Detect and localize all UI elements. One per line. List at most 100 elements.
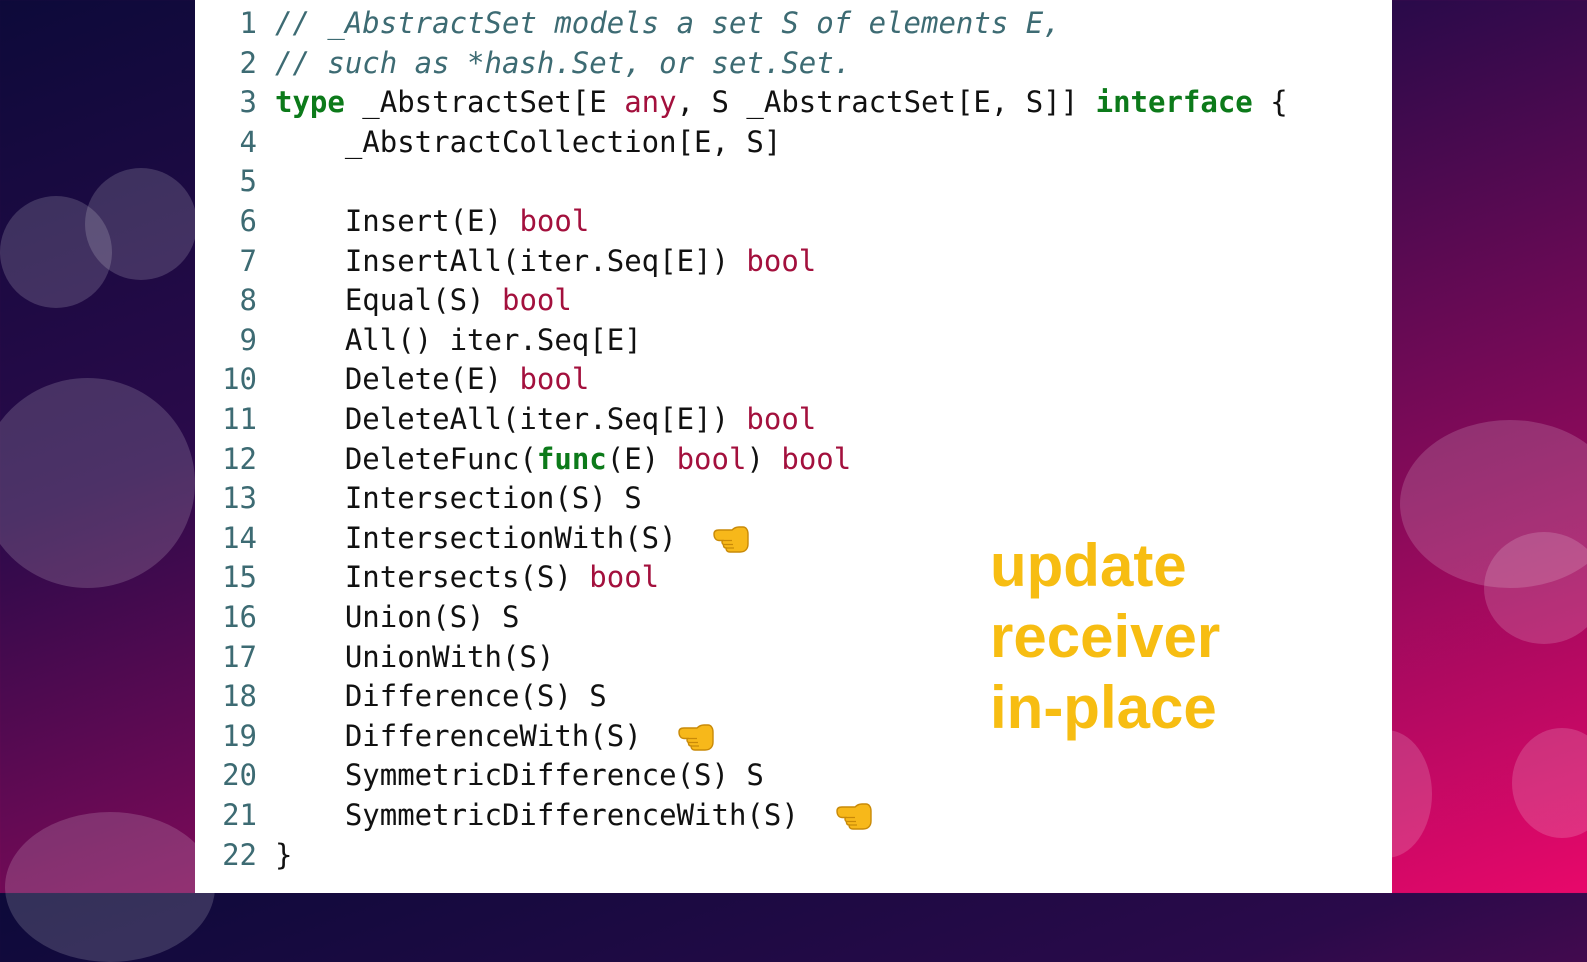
code-line: 4 _AbstractCollection[E, S] bbox=[195, 122, 782, 162]
background-bubble bbox=[1512, 728, 1587, 838]
code-line: 9 All() iter.Seq[E] bbox=[195, 320, 642, 360]
code-token-kw: func bbox=[536, 441, 607, 476]
code-token-type: bool bbox=[746, 243, 817, 278]
code-token-plain: UnionWith(S) bbox=[275, 639, 555, 674]
code-token-type: bool bbox=[781, 441, 852, 476]
line-number: 17 bbox=[222, 639, 257, 674]
annotation-line: in-place bbox=[990, 674, 1217, 741]
code-token-type: bool bbox=[746, 402, 817, 436]
code-token-kw: type bbox=[275, 85, 345, 120]
line-number: 12 bbox=[222, 441, 257, 476]
line-number: 4 bbox=[239, 124, 257, 159]
code-slide-panel: 1 // _AbstractSet models a set S of eleme… bbox=[195, 0, 1392, 893]
code-text: IntersectionWith(S) bbox=[257, 518, 677, 558]
code-text: DifferenceWith(S) bbox=[257, 716, 642, 756]
update-receiver-annotation: update receiver in-place bbox=[990, 530, 1370, 743]
line-number: 10 bbox=[222, 362, 257, 397]
line-number: 21 bbox=[222, 798, 257, 832]
code-token-type: bool bbox=[519, 362, 590, 397]
code-text: SymmetricDifference(S) S bbox=[257, 755, 764, 795]
code-token-plain: { bbox=[1252, 85, 1288, 120]
line-number: 3 bbox=[239, 85, 257, 120]
code-text: Delete(E) bool bbox=[257, 359, 589, 399]
code-line: 17 UnionWith(S) bbox=[195, 637, 554, 677]
background-bubble bbox=[85, 168, 197, 280]
code-text: Intersects(S) bool bbox=[257, 557, 659, 597]
code-token-plain: _AbstractSet[E bbox=[344, 85, 625, 120]
line-number: 5 bbox=[239, 164, 257, 199]
backhand-index-pointing-left-icon bbox=[712, 524, 750, 554]
code-text: InsertAll(iter.Seq[E]) bool bbox=[257, 241, 816, 281]
line-number: 19 bbox=[222, 718, 257, 753]
code-token-type: bool bbox=[519, 204, 590, 238]
code-token-plain: DeleteAll(iter.Seq[E]) bbox=[275, 402, 747, 436]
line-number: 13 bbox=[222, 481, 257, 516]
code-token-plain: SymmetricDifferenceWith(S) bbox=[275, 798, 799, 832]
code-text: Difference(S) S bbox=[257, 676, 607, 716]
code-line: 1 // _AbstractSet models a set S of eleme… bbox=[195, 3, 1061, 43]
code-token-plain: ) bbox=[746, 441, 782, 476]
line-number: 9 bbox=[239, 322, 257, 357]
line-number: 15 bbox=[222, 560, 257, 595]
code-token-plain: } bbox=[275, 837, 293, 872]
code-token-kw: interface bbox=[1095, 85, 1253, 120]
code-text: All() iter.Seq[E] bbox=[257, 320, 642, 360]
code-text: Union(S) S bbox=[257, 597, 520, 637]
code-token-plain: Union(S) S bbox=[275, 600, 520, 634]
code-text: UnionWith(S) bbox=[257, 637, 555, 677]
line-number: 20 bbox=[222, 758, 257, 793]
code-token-type: bool bbox=[589, 560, 660, 595]
code-line: 11 DeleteAll(iter.Seq[E]) bool bbox=[195, 399, 816, 439]
code-text: // _AbstractSet models a set S of elemen… bbox=[257, 3, 1061, 43]
code-line: 5 bbox=[195, 161, 275, 201]
code-line: 7 InsertAll(iter.Seq[E]) bool bbox=[195, 241, 817, 281]
code-line: 2// such as *hash.Set, or set.Set. bbox=[195, 43, 852, 83]
background-bubble bbox=[1484, 532, 1587, 644]
code-token-plain: All() iter.Seq[E] bbox=[275, 322, 642, 357]
code-token-plain: SymmetricDifference(S) S bbox=[275, 758, 764, 793]
code-token-plain: , S _AbstractSet[E, S]] bbox=[676, 85, 1096, 120]
code-token-type: any bbox=[624, 85, 677, 120]
code-text: SymmetricDifferenceWith(S) bbox=[257, 795, 799, 835]
code-token-plain: _AbstractCollection[E, S] bbox=[275, 124, 782, 159]
backhand-index-pointing-left-icon bbox=[835, 801, 873, 831]
code-line: 8 Equal(S) bool bbox=[195, 280, 572, 320]
code-line: 15 Intersects(S) bool bbox=[195, 557, 659, 597]
line-number: 16 bbox=[222, 600, 257, 634]
code-token-plain: Equal(S) bbox=[275, 283, 502, 318]
line-number: 11 bbox=[222, 402, 257, 436]
line-number: 1 bbox=[239, 6, 257, 40]
code-line: 18 Difference(S) S bbox=[195, 676, 607, 716]
code-line: 10 Delete(E) bool bbox=[195, 359, 589, 399]
code-text: DeleteAll(iter.Seq[E]) bool bbox=[257, 399, 816, 439]
line-number: 7 bbox=[239, 243, 257, 278]
code-token-comment: // such as *hash.Set, or set.Set. bbox=[275, 45, 852, 80]
code-line: 19 DifferenceWith(S) bbox=[195, 716, 642, 756]
code-token-plain: Intersection(S) S bbox=[275, 481, 642, 516]
code-token-plain: InsertAll(iter.Seq[E]) bbox=[275, 243, 747, 278]
backhand-index-pointing-left-icon bbox=[677, 722, 715, 752]
line-number: 22 bbox=[222, 837, 257, 872]
code-text: DeleteFunc(func(E) bool) bool bbox=[257, 439, 851, 479]
code-text: Equal(S) bool bbox=[257, 280, 572, 320]
code-line: 22} bbox=[195, 835, 292, 875]
code-text: _AbstractCollection[E, S] bbox=[257, 122, 782, 162]
code-token-plain: Delete(E) bbox=[275, 362, 520, 397]
line-number: 14 bbox=[222, 520, 257, 555]
line-number: 6 bbox=[239, 204, 257, 238]
code-text: Intersection(S) S bbox=[257, 478, 642, 518]
code-token-plain: Insert(E) bbox=[275, 204, 520, 238]
code-line: 20 SymmetricDifference(S) S bbox=[195, 755, 764, 795]
code-token-type: bool bbox=[501, 283, 572, 318]
code-line: 12 DeleteFunc(func(E) bool) bool bbox=[195, 439, 851, 479]
annotation-line: receiver bbox=[990, 603, 1221, 670]
code-line: 6 Insert(E) bool bbox=[195, 201, 590, 241]
code-text: // such as *hash.Set, or set.Set. bbox=[257, 43, 851, 83]
line-number: 8 bbox=[239, 283, 257, 318]
code-token-comment: // _AbstractSet models a set S of elemen… bbox=[275, 6, 1061, 40]
code-token-plain: IntersectionWith(S) bbox=[275, 520, 677, 555]
code-token-plain: (E) bbox=[606, 441, 677, 476]
code-text: type _AbstractSet[E any, S _AbstractSet[… bbox=[257, 82, 1288, 122]
code-line: 14 IntersectionWith(S) bbox=[195, 518, 677, 558]
